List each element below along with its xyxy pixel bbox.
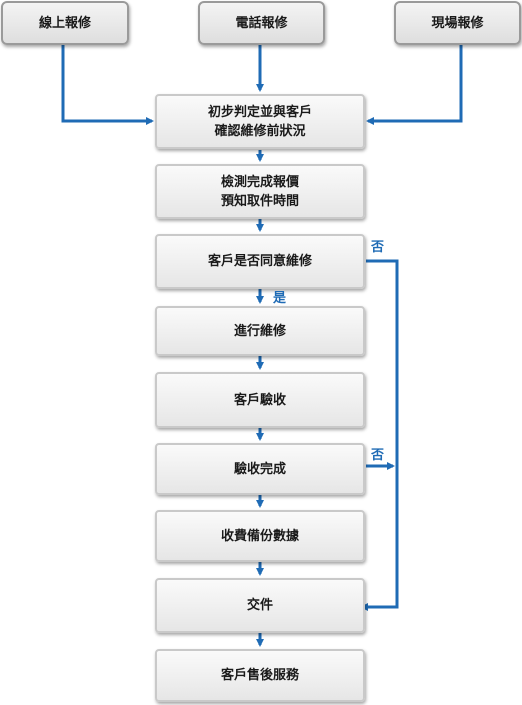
- source-onsite-repair: 現場報修: [394, 1, 521, 45]
- step-initial-line2: 確認維修前狀況: [214, 123, 306, 139]
- step-customer-agree-decision: 客戶是否同意維修: [155, 234, 365, 289]
- step-after-sales-label: 客戶售後服務: [220, 668, 299, 683]
- step-quote-line2: 預知取件時間: [220, 193, 299, 209]
- step-initial-assessment: 初步判定並與客戶 確認維修前狀況: [155, 94, 365, 149]
- label-no-complete: 否: [371, 448, 385, 463]
- label-no-agree: 否: [371, 240, 385, 255]
- step-charge-label: 收費備份數據: [220, 528, 299, 544]
- source-online-repair: 線上報修: [1, 1, 129, 45]
- step-acceptance-label: 客戶驗收: [233, 392, 286, 408]
- source-phone-repair: 電話報修: [198, 1, 325, 45]
- arrow-onsite-to-s1: [366, 44, 463, 125]
- step-after-sales: 客戶售後服務: [155, 649, 365, 702]
- source-onsite-label: 現場報修: [431, 15, 484, 31]
- source-online-label: 線上報修: [38, 15, 91, 31]
- step-repair-label: 進行維修: [233, 323, 286, 339]
- step-repair: 進行維修: [155, 306, 365, 356]
- step-initial-line1: 初步判定並與客戶: [207, 104, 312, 120]
- step-acceptance-complete: 驗收完成: [155, 443, 365, 495]
- step-quote-line1: 檢測完成報價: [220, 174, 299, 190]
- branch-no-from-s3: [360, 259, 399, 611]
- step-agree-label: 客戶是否同意維修: [207, 254, 312, 269]
- step-quote: 檢測完成報價 預知取件時間: [155, 164, 365, 219]
- arrow-online-to-s1: [61, 44, 154, 125]
- label-yes: 是: [273, 291, 287, 306]
- step-delivery-label: 交件: [246, 598, 273, 613]
- step-customer-acceptance: 客戶驗收: [155, 372, 365, 428]
- step-delivery: 交件: [155, 578, 365, 633]
- source-phone-label: 電話報修: [235, 15, 288, 31]
- step-complete-label: 驗收完成: [233, 461, 286, 477]
- step-charge-backup: 收費備份數據: [155, 510, 365, 562]
